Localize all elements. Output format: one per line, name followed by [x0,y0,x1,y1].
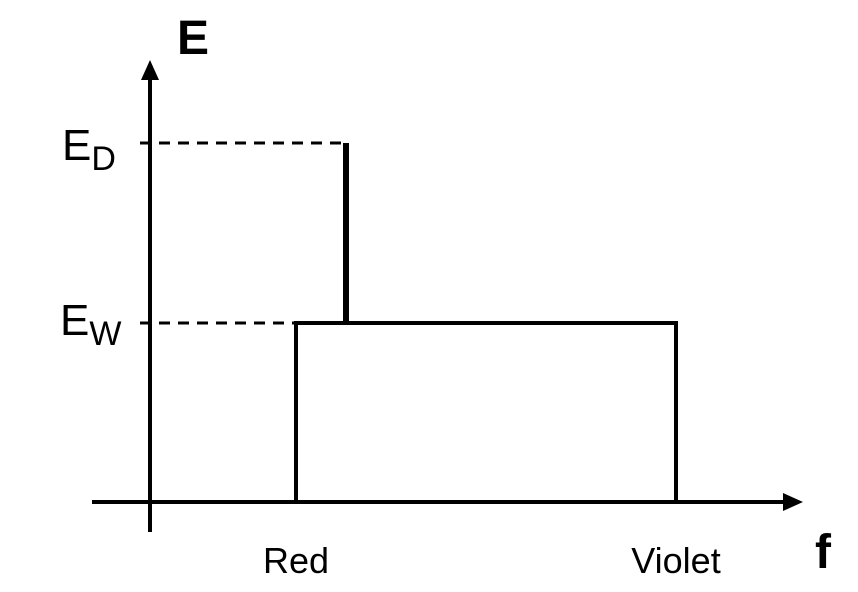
x-axis-label: f [815,526,832,579]
ed-level-main: E [62,121,91,170]
ew-level-main: E [60,296,89,345]
red-tick-label: Red [263,540,329,581]
ew-level-sub: W [89,315,121,353]
ew-level-label: EW [60,296,121,353]
y-axis-arrowhead [141,60,159,80]
ed-level-label: ED [62,121,116,178]
x-axis-arrowhead [783,493,803,511]
ed-level-sub: D [91,140,116,178]
y-axis-label: E [177,12,209,65]
violet-tick-label: Violet [631,540,720,581]
